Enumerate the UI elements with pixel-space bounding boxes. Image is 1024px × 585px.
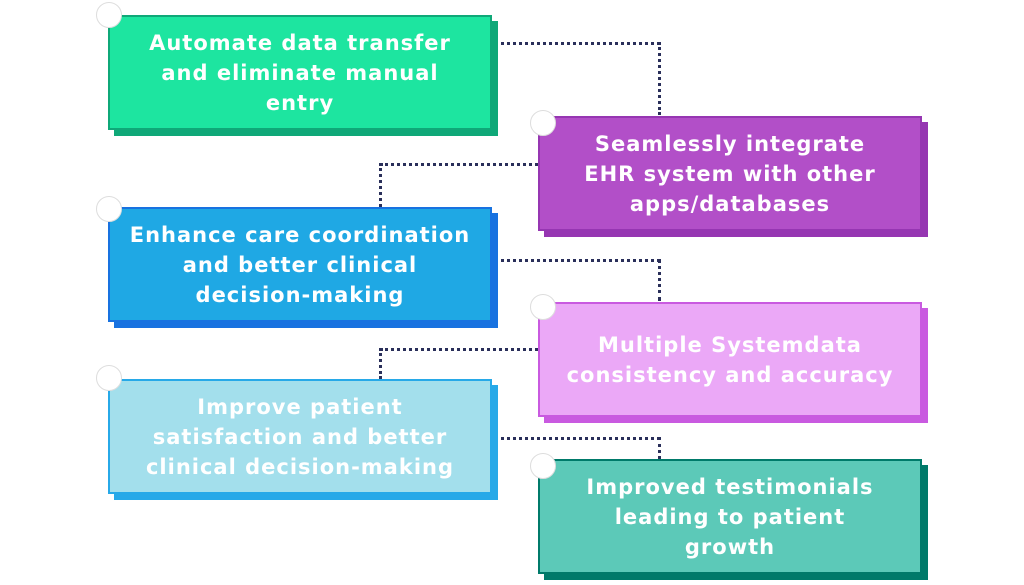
step-box-1: Automate data transfer and eliminate man… [108,15,492,130]
step-box-4: Multiple Systemdata consistency and accu… [538,302,922,417]
step-text: Multiple Systemdata consistency and accu… [566,332,894,387]
step-box-5: Improve patient satisfaction and better … [108,379,492,494]
step-box-3: Enhance care coordination and better cli… [108,207,492,322]
circle-marker [530,294,556,320]
connector [380,348,538,351]
connector [380,163,538,166]
connector [494,259,660,262]
connector [658,259,661,301]
circle-marker [96,196,122,222]
connector [494,42,660,45]
circle-marker [96,2,122,28]
step-text: Automate data transfer and eliminate man… [149,30,451,115]
connector [379,163,382,207]
connector [658,437,661,459]
step-box-2: Seamlessly integrate EHR system with oth… [538,116,922,231]
step-text: Improve patient satisfaction and better … [145,394,455,479]
connector [379,348,382,379]
step-text: Enhance care coordination and better cli… [129,222,471,307]
circle-marker [96,365,122,391]
connector [494,437,660,440]
connector [658,42,661,115]
step-text: Improved testimonials leading to patient… [586,474,874,559]
circle-marker [530,110,556,136]
step-box-6: Improved testimonials leading to patient… [538,459,922,574]
step-text: Seamlessly integrate EHR system with oth… [584,131,876,216]
circle-marker [530,453,556,479]
